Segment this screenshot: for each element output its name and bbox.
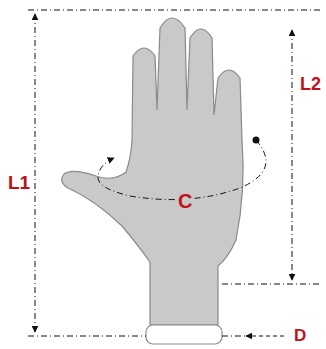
dimension-label: L2 bbox=[298, 74, 323, 94]
dimension-arrow bbox=[246, 336, 284, 337]
glove-cuff bbox=[146, 325, 222, 344]
reference-line bbox=[28, 336, 146, 337]
reference-line bbox=[222, 336, 250, 337]
dimension-label: C bbox=[176, 190, 194, 212]
glove-hand bbox=[62, 18, 243, 325]
dimension-label: D bbox=[292, 326, 308, 345]
circumference-dot bbox=[253, 137, 260, 144]
reference-line bbox=[222, 284, 322, 285]
dimension-label: L1 bbox=[6, 172, 32, 193]
dimension-line bbox=[35, 14, 36, 332]
dimension-line bbox=[292, 30, 293, 280]
reference-line bbox=[28, 10, 322, 11]
